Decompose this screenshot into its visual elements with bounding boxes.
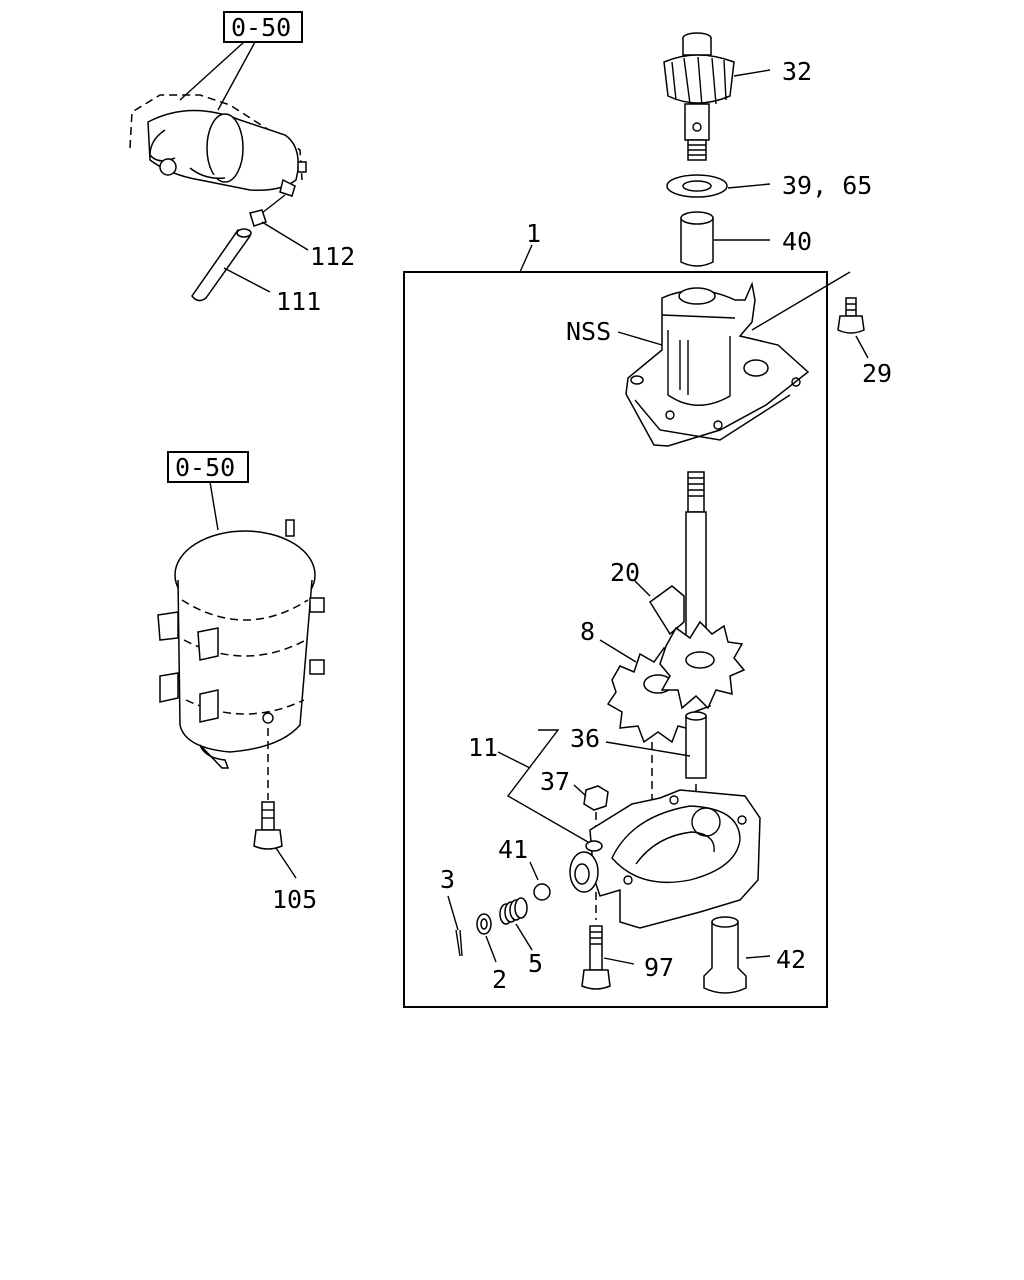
label-NSS: NSS (566, 317, 611, 346)
label-37: 37 (540, 767, 570, 796)
label-1: 1 (526, 219, 541, 248)
relief-spring (499, 897, 528, 925)
label-36: 36 (570, 724, 600, 753)
label-111: 111 (276, 287, 321, 316)
label-2: 2 (492, 965, 507, 994)
label-41: 41 (498, 835, 528, 864)
label-20: 20 (610, 558, 640, 587)
label-39-65: 39, 65 (782, 171, 872, 200)
drive-gear-group: 32 39, 65 40 (663, 32, 872, 267)
label-32: 32 (782, 57, 812, 86)
label-29: 29 (862, 359, 892, 388)
ref-box-middle[interactable] (167, 451, 249, 483)
canister-assembly: 0-50 105 (157, 451, 325, 914)
label-112: 112 (310, 242, 355, 271)
assembly-frame (403, 271, 828, 1008)
bolt-29: 29 (837, 297, 892, 388)
label-105: 105 (272, 885, 317, 914)
label-8: 8 (580, 617, 595, 646)
label-42: 42 (776, 945, 806, 974)
oil-pump-assembly-box: 1 NSS 20 8 (403, 219, 851, 1008)
label-97: 97 (644, 953, 674, 982)
label-3: 3 (440, 865, 455, 894)
pump-gear-drive (659, 620, 746, 710)
ref-box-top[interactable] (223, 11, 303, 43)
top-filter-assembly: 0-50 112 111 (129, 11, 355, 316)
ref-box-top-label: 0-50 (231, 13, 291, 42)
label-40: 40 (782, 227, 812, 256)
label-11: 11 (468, 733, 498, 762)
ref-box-middle-label: 0-50 (175, 453, 235, 482)
label-5: 5 (528, 949, 543, 978)
